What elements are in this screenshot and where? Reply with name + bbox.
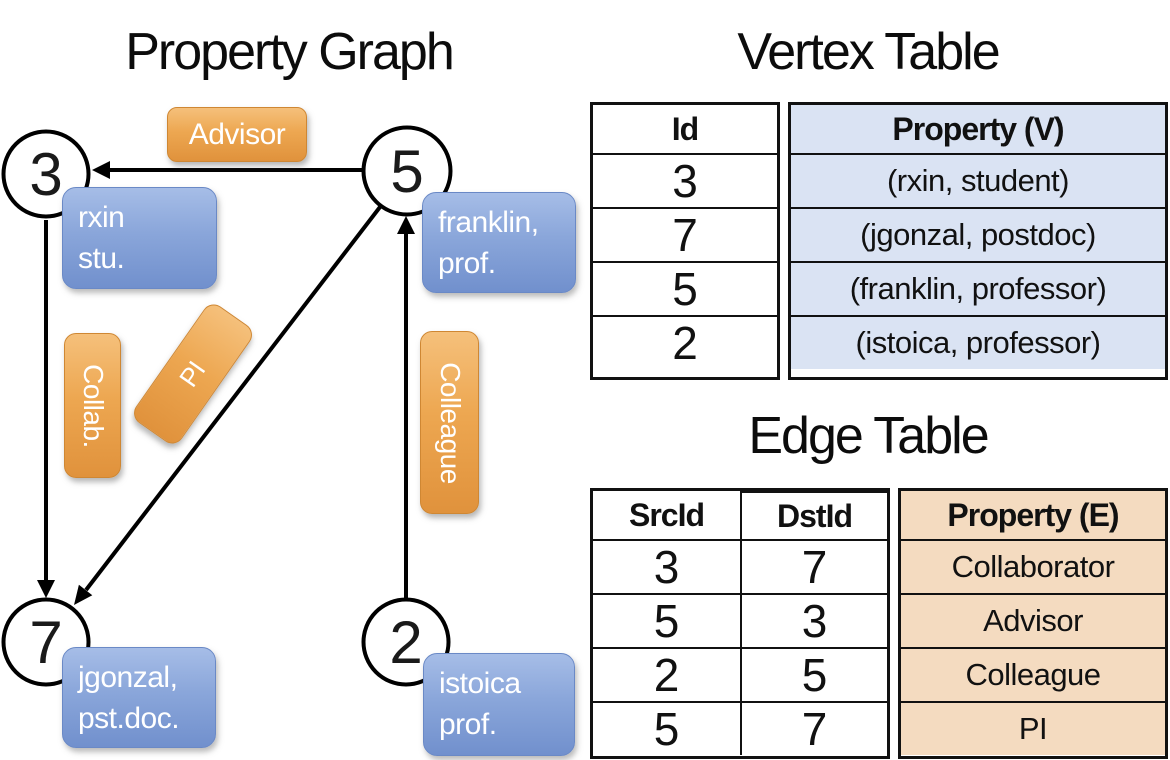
edge-property-cell: Collaborator xyxy=(901,539,1165,593)
edge-dst-cell: 7 xyxy=(740,539,887,593)
edge-src-cell: 3 xyxy=(593,539,740,593)
vertex-property-box-5-line1: franklin, xyxy=(438,206,539,239)
edge-label-advisor-text: Advisor xyxy=(188,117,286,151)
edge-label-colleague-text: Colleague xyxy=(434,361,466,484)
vertex-property-cell: (jgonzal, postdoc) xyxy=(791,207,1165,261)
edge-dst-cell: 5 xyxy=(740,647,887,701)
edge-label-collab-text: Collab. xyxy=(77,363,109,448)
node-5-label: 5 xyxy=(390,137,424,205)
vertex-property-cell: (istoica, professor) xyxy=(791,315,1165,369)
vertex-id-cell: 7 xyxy=(593,207,777,261)
node-7-label: 7 xyxy=(29,608,63,676)
edge-src-cell: 5 xyxy=(593,593,740,647)
vertex-property-box-2: istoica prof. xyxy=(423,653,575,756)
edge-table-property-column: Property (E) Collaborator Advisor Collea… xyxy=(898,488,1168,759)
vertex-id-cell: 2 xyxy=(593,315,777,369)
edge-property-cell: Advisor xyxy=(901,593,1165,647)
edge-label-pi-text: PI xyxy=(173,355,212,392)
edge-src-cell: 5 xyxy=(593,701,740,755)
node-2-label: 2 xyxy=(389,608,423,676)
property-graph-title: Property Graph xyxy=(125,23,455,81)
edge-advisor-arrowhead xyxy=(92,161,110,179)
edge-label-colleague: Colleague xyxy=(420,331,479,514)
edge-collab-arrowhead xyxy=(37,580,55,598)
edge-dst-cell: 7 xyxy=(740,701,887,755)
edge-table-dstid-header: DstId xyxy=(740,491,887,539)
edge-pi-line xyxy=(84,205,382,592)
node-3-label: 3 xyxy=(29,140,63,208)
edge-dst-cell: 3 xyxy=(740,593,887,647)
vertex-property-box-2-line2: prof. xyxy=(439,708,497,742)
vertex-property-box-3-line2: stu. xyxy=(78,242,125,276)
edge-src-cell: 2 xyxy=(593,647,740,701)
edge-label-collab: Collab. xyxy=(64,333,121,478)
vertex-property-cell: (franklin, professor) xyxy=(791,261,1165,315)
vertex-property-box-3: rxin stu. xyxy=(62,187,217,289)
vertex-table-id-header: Id xyxy=(671,110,699,147)
vertex-property-box-7-line1: jgonzal, xyxy=(78,661,178,694)
vertex-table-title: Vertex Table xyxy=(737,23,1000,81)
edge-property-cell: Colleague xyxy=(901,647,1165,701)
vertex-property-box-7: jgonzal, pst.doc. xyxy=(62,647,216,748)
edge-property-cell: PI xyxy=(901,701,1165,755)
edge-pi-arrowhead xyxy=(74,584,93,605)
edge-colleague-arrowhead xyxy=(397,216,415,234)
vertex-property-box-3-line1: rxin xyxy=(78,201,125,234)
vertex-table-property-column: Property (V) (rxin, student) (jgonzal, p… xyxy=(788,102,1168,380)
vertex-table-id-column: Id 3 7 5 2 xyxy=(590,102,780,380)
edge-table-title: Edge Table xyxy=(748,407,989,465)
edge-table-srcid-header: SrcId xyxy=(628,496,705,533)
vertex-id-cell: 5 xyxy=(593,261,777,315)
vertex-property-box-7-line2: pst.doc. xyxy=(78,702,180,736)
edge-table-property-header: Property (E) xyxy=(901,491,1165,539)
vertex-id-cell: 3 xyxy=(593,153,777,207)
edge-table-id-columns: SrcId DstId 3 7 5 3 2 5 5 7 xyxy=(590,488,890,759)
vertex-property-cell: (rxin, student) xyxy=(791,153,1165,207)
vertex-property-box-2-line1: istoica xyxy=(439,667,521,700)
vertex-property-box-5: franklin, prof. xyxy=(422,192,576,293)
edge-label-advisor: Advisor xyxy=(167,107,307,162)
vertex-property-box-5-line2: prof. xyxy=(438,247,496,281)
vertex-table-property-header: Property (V) xyxy=(791,105,1165,153)
